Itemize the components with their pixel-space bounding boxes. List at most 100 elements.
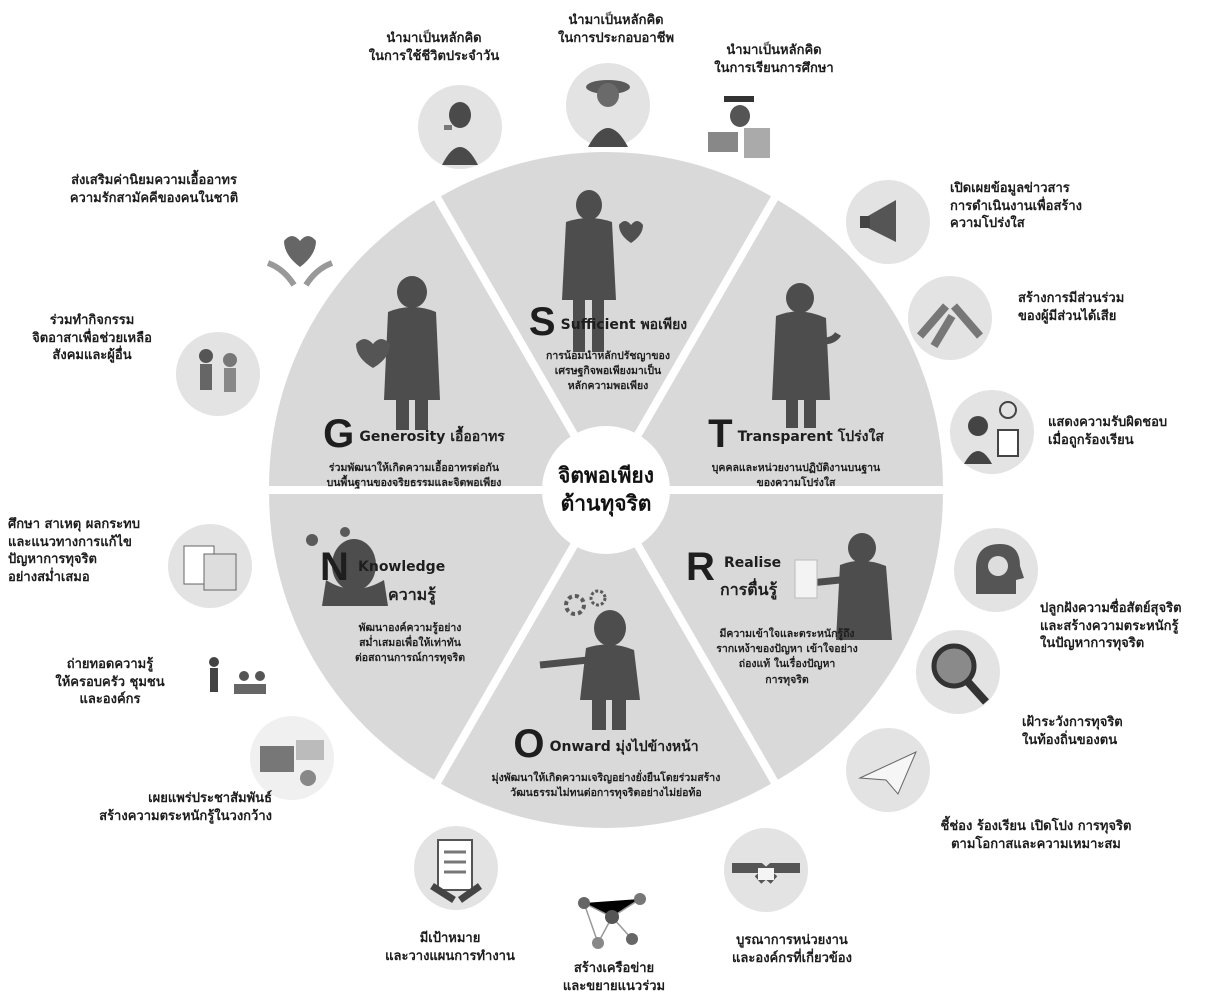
segment-o-desc-line: วัฒนธรรมไม่ทนต่อการทุจริตอย่างไม่ย่อท้อ <box>510 787 702 800</box>
annotation-research: ศึกษา สาเหตุ ผลกระทบ และแนวทางการแก้ไข ป… <box>8 516 140 586</box>
annotation-line: ในท้องถิ่นของตน <box>1022 732 1118 748</box>
annotation-line: สร้างการมีส่วนร่วม <box>1018 291 1125 306</box>
annotation-line: ศึกษา สาเหตุ ผลกระทบ <box>8 517 140 532</box>
annotation-line: นำมาเป็นหลักคิด <box>568 13 664 28</box>
annotation-line: ปลูกฝังความซื่อสัตย์สุจริต <box>1040 601 1182 616</box>
segment-r-letter: R <box>686 545 715 589</box>
paper-plane-icon <box>846 728 930 812</box>
woman-phone-icon <box>418 85 502 169</box>
segment-n-text: N Knowledge ความรู้ พัฒนาองค์ความรู้อย่า… <box>320 545 490 667</box>
segment-n-desc-line: พัฒนาองค์ความรู้อย่าง <box>358 622 462 634</box>
segment-s-desc-line: การน้อมนำหลักปรัชญาของ <box>546 350 670 362</box>
handshake-icon <box>724 828 808 912</box>
segment-s-letter: S <box>528 300 556 344</box>
segment-t-text: T Transparent โปร่งใส บุคคลและหน่วยงานปฏ… <box>708 412 884 491</box>
annotation-line: แสดงความรับผิดชอบ <box>1048 415 1168 430</box>
annotation-line: ในการประกอบอาชีพ <box>557 30 675 46</box>
segment-o-letter: O <box>513 722 545 766</box>
segment-t-letter: T <box>708 412 733 456</box>
annotation-line: ในปัญหาการทุจริต <box>1040 636 1145 652</box>
segment-r-desc-line: มีความเข้าใจและตระหนักรู้ถึง <box>719 628 855 640</box>
annotation-line: เปิดเผยข้อมูลข่าวสาร <box>950 181 1070 196</box>
annotation-publicize: เผยแพร่ประชาสัมพันธ์ สร้างความตระหนักรู้… <box>99 790 272 825</box>
annotation-accountable: แสดงความรับผิดชอบ เมื่อถูกร้องเรียน <box>1048 414 1167 449</box>
annotation-line: เผยแพร่ประชาสัมพันธ์ <box>148 791 272 806</box>
graduate-icon <box>698 82 782 166</box>
segment-n-name-th: ความรู้ <box>388 585 436 604</box>
annotation-line: อย่างสม่ำเสมอ <box>8 569 90 585</box>
annotation-volunteer: ร่วมทำกิจกรรม จิตอาสาเพื่อช่วยเหลือ สังค… <box>32 312 152 365</box>
annotation-honesty: ปลูกฝังความซื่อสัตย์สุจริต และสร้างความต… <box>1040 600 1182 653</box>
annotation-transfer: ถ่ายทอดความรู้ ให้ครอบครัว ชุมชน และองค์… <box>55 656 164 709</box>
checklist-icon <box>414 826 498 910</box>
center-disc <box>542 426 670 554</box>
center-title: จิตพอเพียง ต้านทุจริต <box>558 462 654 519</box>
magnifier-icon <box>916 630 1000 714</box>
annotation-line: ความรักสามัคคีของคนในชาติ <box>69 190 239 206</box>
segment-t-desc-line: บุคคลและหน่วยงานปฏิบัติงานบนฐาน <box>711 462 881 474</box>
annotation-line: ชี้ช่อง ร้องเรียน เปิดโปง การทุจริต <box>940 819 1132 834</box>
annotation-line: ร่วมทำกิจกรรม <box>49 313 135 328</box>
segment-s-wedge <box>441 152 771 482</box>
realise-person-icon <box>794 533 892 640</box>
annotation-watch: เฝ้าระวังการทุจริต ในท้องถิ่นของตน <box>1022 714 1123 749</box>
annotation-line: ปัญหาการทุจริต <box>8 552 97 568</box>
annotation-network: สร้างเครือข่าย และขยายแนวร่วม <box>563 960 665 995</box>
heart-hands-icon <box>258 213 342 297</box>
presentation-icon <box>194 632 278 716</box>
annotation-line: ตามโอกาสและความเหมาะสม <box>951 836 1121 852</box>
segment-r-desc-line: รากเหง้าของปัญหา เข้าใจอย่าง <box>716 643 858 656</box>
segment-n-desc-line: สม่ำเสมอเพื่อให้เท่าทัน <box>359 637 461 650</box>
megaphone-icon <box>846 180 930 264</box>
annotation-line: สังคมและผู้อื่น <box>52 348 132 364</box>
segment-n-letter: N <box>320 545 349 589</box>
annotation-line: ความโปร่งใส <box>950 216 1025 232</box>
annotation-line: สร้างเครือข่าย <box>573 961 655 976</box>
segment-g-text: G Generosity เอื้ออาทร ร่วมพัฒนาให้เกิดค… <box>323 412 505 491</box>
annotation-report: ชี้ช่อง ร้องเรียน เปิดโปง การทุจริต ตามโ… <box>941 818 1132 853</box>
segment-n-name-en: Knowledge <box>358 559 446 575</box>
annotation-line: จิตอาสาเพื่อช่วยเหลือ <box>32 330 152 346</box>
segment-g-desc-line: ร่วมพัฒนาให้เกิดความเอื้ออาทรต่อกัน <box>328 462 500 474</box>
center-title-line1: จิตพอเพียง <box>558 463 654 488</box>
farmer-icon <box>566 63 650 147</box>
annotation-disclose: เปิดเผยข้อมูลข่าวสาร การดำเนินงานเพื่อสร… <box>950 180 1082 233</box>
segment-r-desc-line: ถ่องแท้ ในเรื่องปัญหา <box>738 658 836 671</box>
annotation-line: และองค์กร <box>79 692 141 708</box>
annotation-values: ส่งเสริมค่านิยมความเอื้ออาทร ความรักสามั… <box>70 172 238 207</box>
annotation-line: บูรณาการหน่วยงาน <box>736 933 848 948</box>
annotation-line: และแนวทางการแก้ไข <box>8 534 132 550</box>
annotation-line: การดำเนินงานเพื่อสร้าง <box>950 198 1083 214</box>
annotation-line: ถ่ายทอดความรู้ <box>66 657 154 672</box>
annotation-integrate: บูรณาการหน่วยงาน และองค์กรที่เกี่ยวข้อง <box>732 932 852 967</box>
wheel-figures <box>306 190 892 730</box>
segment-o-desc-line: มุ่งพัฒนาให้เกิดความเจริญอย่างยั่งยืนโดย… <box>491 772 721 784</box>
annotation-line: ในการเรียนการศึกษา <box>714 60 834 76</box>
annotation-line: เฝ้าระวังการทุจริต <box>1022 715 1123 730</box>
generosity-person-icon <box>356 276 440 430</box>
annotation-daily: นำมาเป็นหลักคิด ในการใช้ชีวิตประจำวัน <box>369 30 499 65</box>
annotation-career: นำมาเป็นหลักคิด ในการประกอบอาชีพ <box>558 12 674 47</box>
annotation-line: ในการใช้ชีวิตประจำวัน <box>368 48 500 64</box>
annotation-line: ส่งเสริมค่านิยมความเอื้ออาทร <box>71 173 237 188</box>
center-title-line2: ต้านทุจริต <box>560 492 652 516</box>
segment-s-desc-line: หลักความพอเพียง <box>567 380 649 393</box>
segment-n-desc-line: ต่อสถานการณ์การทุจริต <box>354 652 466 665</box>
annotation-line: และองค์กรที่เกี่ยวข้อง <box>732 950 852 966</box>
segment-r-desc-line: การทุจริต <box>765 673 809 686</box>
segment-t-name: Transparent โปร่งใส <box>737 429 884 445</box>
helping-elder-icon <box>176 332 260 416</box>
annotation-participate: สร้างการมีส่วนร่วม ของผู้มีส่วนได้เสีย <box>1018 290 1124 325</box>
annotation-line: นำมาเป็นหลักคิด <box>386 31 482 46</box>
annotation-study: นำมาเป็นหลักคิด ในการเรียนการศึกษา <box>714 42 833 77</box>
knowledge-person-icon <box>306 527 388 606</box>
segment-r-name-th: การตื่นรู้ <box>720 580 778 599</box>
annotation-line: สร้างความตระหนักรู้ในวงกว้าง <box>99 808 272 824</box>
annotation-goals: มีเป้าหมาย และวางแผนการทำงาน <box>385 930 515 965</box>
segment-s-desc-line: เศรษฐกิจพอเพียงมาเป็น <box>554 365 662 378</box>
segment-s-text: S Sufficient พอเพียง การน้อมนำหลักปรัชญา… <box>529 300 687 395</box>
segment-g-desc-line: บนพื้นฐานของจริยธรรมและจิตพอเพียง <box>326 477 502 490</box>
segment-o-name: Onward มุ่งไปข้างหน้า <box>549 739 699 755</box>
media-icon <box>250 716 334 800</box>
annotation-line: และขยายแนวร่วม <box>562 978 666 994</box>
